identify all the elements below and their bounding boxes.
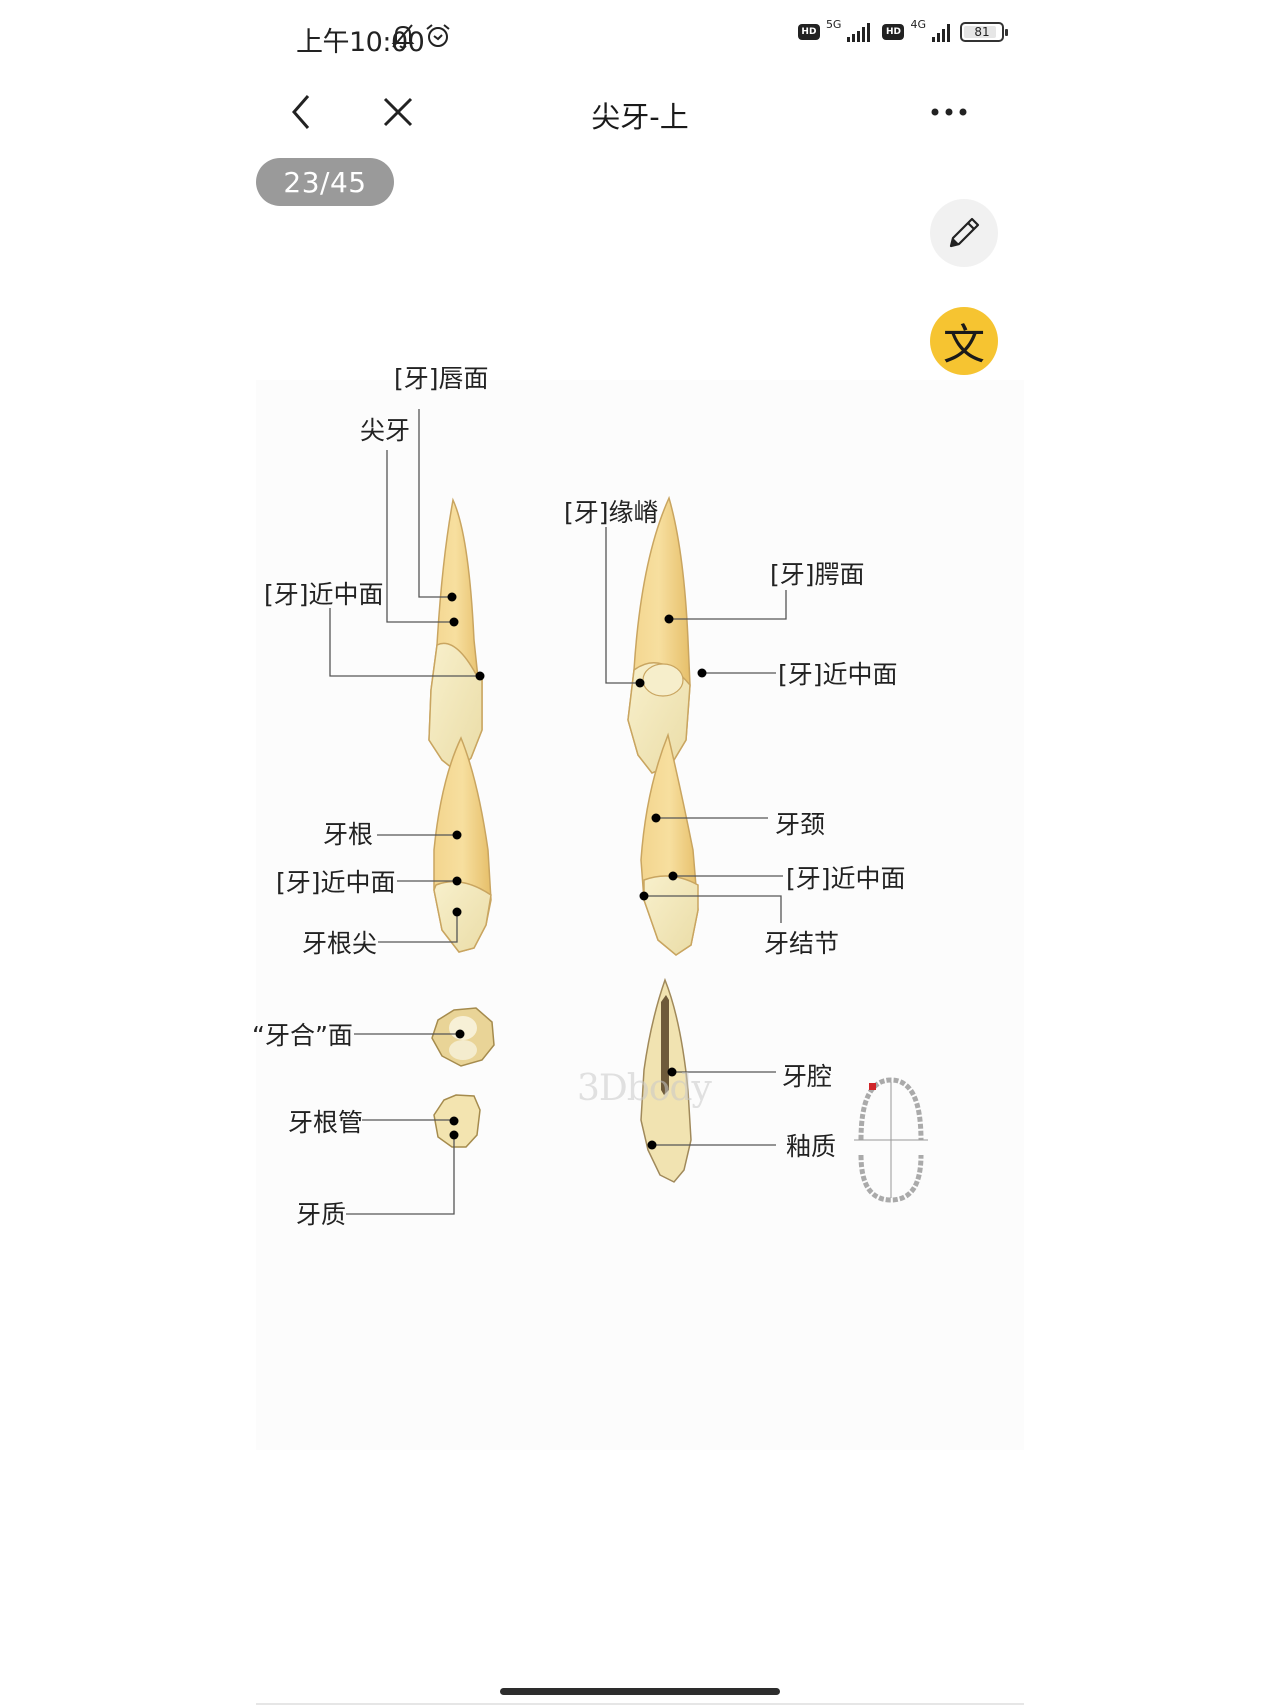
diagram-artwork bbox=[329, 409, 928, 1215]
battery-level: 81 bbox=[974, 25, 990, 39]
back-button[interactable] bbox=[276, 88, 324, 136]
label-tubercle: 牙结节 bbox=[764, 929, 840, 958]
network-type-sim2: 4G bbox=[910, 17, 926, 31]
bell-off-icon bbox=[391, 24, 415, 49]
home-indicator[interactable] bbox=[500, 1688, 780, 1695]
label-enamel: 釉质 bbox=[786, 1132, 837, 1161]
tooth-longitudinal-section bbox=[640, 977, 692, 1183]
pencil-icon bbox=[949, 217, 980, 248]
edit-button[interactable] bbox=[930, 199, 998, 267]
bottom-divider bbox=[256, 1703, 1024, 1705]
label-tooth-neck: 牙颈 bbox=[775, 810, 826, 839]
label-root-apex: 牙根尖 bbox=[302, 929, 378, 958]
phone-screen: 上午10:00 HD 5G HD 4G bbox=[252, 0, 1024, 1706]
label-root: 牙根 bbox=[323, 820, 374, 849]
tooth-labial bbox=[428, 497, 483, 774]
alarm-clock-icon bbox=[426, 24, 450, 47]
gallery-page-counter: 23/45 bbox=[256, 158, 394, 206]
label-dentin: 牙质 bbox=[296, 1200, 347, 1229]
label-mesial-surface-4: [牙]近中面 bbox=[786, 864, 906, 893]
marker-dots bbox=[447, 592, 707, 1150]
status-bar: 上午10:00 HD 5G HD 4G bbox=[256, 0, 1024, 72]
translate-icon: 文 bbox=[942, 319, 985, 369]
battery-icon: 81 bbox=[960, 22, 1008, 42]
label-mesial-surface-1: [牙]近中面 bbox=[264, 580, 384, 609]
label-pulp-cavity: 牙腔 bbox=[782, 1062, 833, 1091]
nav-bar: 尖牙-上 bbox=[256, 72, 1024, 152]
label-canine: 尖牙 bbox=[360, 416, 411, 445]
tooth-mesial bbox=[433, 736, 492, 953]
dental-arch-chart bbox=[854, 1077, 928, 1203]
hd-badge-sim2: HD bbox=[882, 24, 905, 40]
status-notification-icons bbox=[390, 22, 452, 50]
more-horizontal-icon bbox=[931, 108, 967, 116]
page-title: 尖牙-上 bbox=[591, 100, 689, 134]
status-system-icons: HD 5G HD 4G 81 bbox=[797, 18, 1008, 42]
label-occlusal-surface: “牙合”面 bbox=[252, 1021, 353, 1050]
hd-badge-sim1: HD bbox=[797, 24, 820, 40]
network-type-sim1: 5G bbox=[825, 17, 842, 31]
watermark: 3Dbody bbox=[577, 1068, 712, 1109]
label-marginal-ridge: [牙]缘嵴 bbox=[564, 498, 659, 527]
leader-lines bbox=[329, 409, 787, 1215]
label-root-canal: 牙根管 bbox=[288, 1108, 364, 1137]
label-palatal-surface: [牙]腭面 bbox=[770, 560, 865, 589]
close-icon bbox=[383, 97, 413, 127]
canine-tooth-diagram: 3Dbody [牙]唇面 尖牙 [牙]近中面 [牙]缘嵴 [牙]腭面 [牙]近中… bbox=[252, 366, 1024, 1450]
translate-button[interactable]: 文 bbox=[930, 307, 998, 375]
more-button[interactable] bbox=[926, 88, 974, 136]
label-mesial-surface-3: [牙]近中面 bbox=[276, 868, 396, 897]
tooth-lingual bbox=[627, 495, 691, 774]
close-button[interactable] bbox=[374, 88, 422, 136]
signal-icon-sim1 bbox=[847, 22, 871, 42]
signal-icon-sim2 bbox=[932, 22, 950, 42]
label-mesial-surface-2: [牙]近中面 bbox=[778, 660, 898, 689]
label-labial-surface: [牙]唇面 bbox=[394, 364, 489, 393]
chevron-left-icon bbox=[292, 95, 310, 129]
